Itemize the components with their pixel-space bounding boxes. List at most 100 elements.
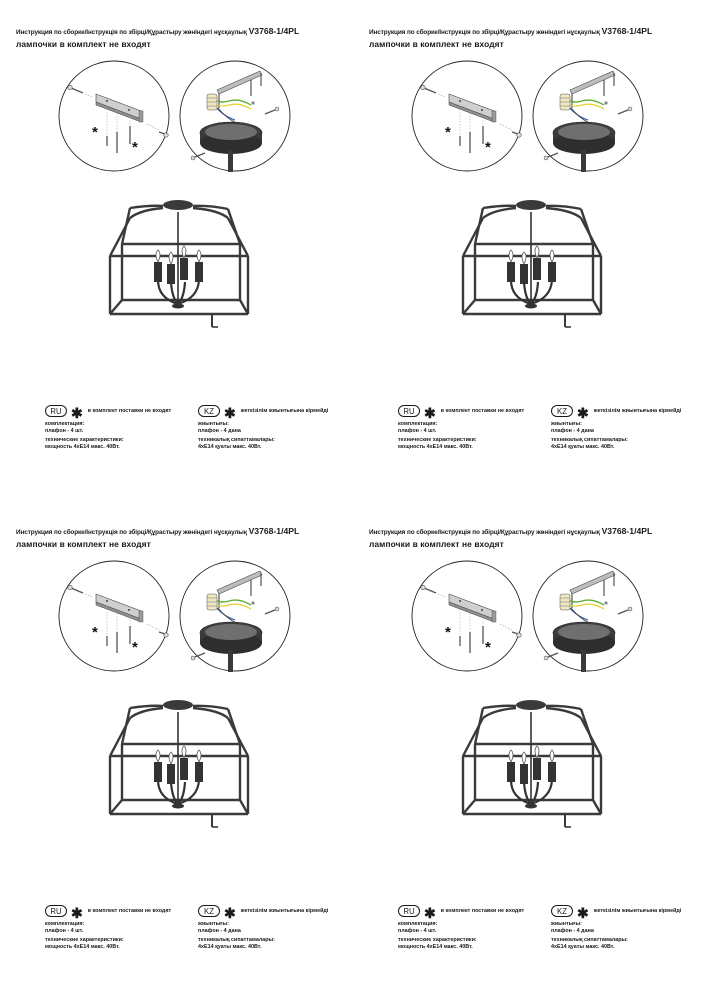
bulb-holders	[154, 712, 203, 809]
bulbs-not-included-note: лампочки в комплект не входят	[369, 39, 504, 49]
ru-language-badge: RU	[398, 905, 420, 917]
bracket-assembly-circle: * *	[58, 60, 170, 172]
kz-set-value: плафон - 4 дана	[198, 927, 241, 934]
screw-icon	[604, 101, 608, 105]
kz-info-block: KZ ✱ жеткізілім жиынтығына кірмейді жиын…	[198, 405, 328, 450]
lantern-fixture-icon	[108, 200, 250, 328]
kz-info-block: KZ ✱ жеткізілім жиынтығына кірмейді жиын…	[551, 905, 681, 950]
instruction-title: Инструкция по сборке/Інструкція по збірц…	[16, 526, 346, 536]
anchor-screws-icon	[459, 606, 484, 653]
asterisk-icon: *	[445, 624, 451, 641]
ru-set-label: комплектация:	[45, 421, 85, 427]
asterisk-icon: ✱	[424, 905, 436, 921]
asterisk-icon: ✱	[71, 905, 83, 921]
screw-icon	[264, 606, 280, 615]
asterisk-icon: *	[132, 639, 138, 656]
model-number: V3768-1/4PL	[601, 526, 653, 536]
canopy-assembly-circle	[532, 560, 644, 672]
bulb-holders	[507, 712, 556, 809]
screw-icon	[67, 584, 94, 598]
wiring-icon	[206, 93, 252, 125]
instruction-panel: Инструкция по сборке/Інструкція по збірц…	[353, 500, 707, 1000]
wiring-icon	[559, 593, 605, 625]
asterisk-icon: *	[485, 139, 491, 156]
asterisk-icon: ✱	[224, 405, 236, 421]
ru-set-label: комплектация:	[45, 921, 85, 927]
kz-set-value: плафон - 4 дана	[551, 927, 594, 934]
screw-icon	[251, 601, 255, 605]
mounting-diagram: * *	[411, 560, 644, 672]
asterisk-icon: ✱	[577, 905, 589, 921]
kz-set-label: жиынтығы:	[551, 921, 582, 927]
asterisk-icon: *	[92, 124, 98, 141]
asterisk-icon: ✱	[577, 405, 589, 421]
ru-not-included-note: в комплект поставки не входят	[87, 407, 172, 414]
screw-icon	[67, 84, 94, 98]
kz-info-block: KZ ✱ жеткізілім жиынтығына кірмейді жиын…	[551, 405, 681, 450]
canopy-assembly-circle	[179, 60, 291, 172]
screw-icon	[543, 652, 559, 661]
kz-language-badge: KZ	[551, 905, 573, 917]
screw-icon	[190, 152, 206, 161]
mounting-diagram: * *	[58, 560, 291, 672]
panel-header: Инструкция по сборке/Інструкція по збірц…	[16, 26, 346, 49]
screw-icon	[420, 84, 447, 98]
kz-language-badge: KZ	[198, 405, 220, 417]
model-number: V3768-1/4PL	[601, 26, 653, 36]
panel-header: Инструкция по сборке/Інструкція по збірц…	[16, 526, 346, 549]
canopy-icon	[199, 121, 263, 172]
screw-icon	[190, 652, 206, 661]
ru-specs-label: технические характеристики:	[398, 937, 477, 943]
ru-specs-value: мощность 4хE14 макс. 40Вт.	[45, 943, 120, 950]
mounting-diagram: * *	[58, 60, 291, 172]
bracket-assembly-circle: * *	[411, 60, 523, 172]
bulb-holders	[507, 212, 556, 309]
instruction-panel: Инструкция по сборке/Інструкція по збірц…	[353, 0, 707, 500]
kz-set-value: плафон - 4 дана	[198, 427, 241, 434]
bulbs-not-included-note: лампочки в комплект не входят	[16, 39, 151, 49]
ru-specs-value: мощность 4хE14 макс. 40Вт.	[398, 943, 473, 950]
ru-info-block: RU ✱ в комплект поставки не входят компл…	[398, 905, 524, 950]
asterisk-icon: *	[485, 639, 491, 656]
screw-icon	[264, 106, 280, 115]
instruction-title: Инструкция по сборке/Інструкція по збірц…	[16, 26, 346, 36]
kz-set-value: плафон - 4 дана	[551, 427, 594, 434]
ru-specs-value: мощность 4хE14 макс. 40Вт.	[45, 443, 120, 450]
lantern-fixture-icon	[461, 200, 603, 328]
screw-icon	[499, 623, 522, 638]
bulbs-not-included-note: лампочки в комплект не входят	[369, 539, 504, 549]
ru-language-badge: RU	[45, 905, 67, 917]
asterisk-icon: ✱	[224, 905, 236, 921]
ru-set-value: плафон - 4 шт.	[45, 427, 84, 434]
wiring-icon	[206, 593, 252, 625]
screw-icon	[617, 606, 633, 615]
kz-specs-value: 4хE14 қуаты макс. 40Вт.	[551, 943, 615, 950]
asterisk-icon: *	[445, 124, 451, 141]
kz-specs-label: техникалық сипаттамалары:	[551, 937, 628, 943]
asterisk-icon: *	[92, 624, 98, 641]
kz-specs-value: 4хE14 қуаты макс. 40Вт.	[198, 443, 262, 450]
kz-specs-label: техникалық сипаттамалары:	[198, 437, 275, 443]
ru-set-value: плафон - 4 шт.	[398, 927, 437, 934]
title-text: Инструкция по сборке/Інструкція по збірц…	[369, 529, 600, 536]
ru-set-label: комплектация:	[398, 921, 438, 927]
anchor-screws-icon	[459, 106, 484, 153]
ru-language-badge: RU	[45, 405, 67, 417]
panel-header: Инструкция по сборке/Інструкція по збірц…	[369, 26, 699, 49]
ru-specs-value: мощность 4хE14 макс. 40Вт.	[398, 443, 473, 450]
instruction-panel: Инструкция по сборке/Інструкція по збірц…	[0, 500, 353, 1000]
title-text: Инструкция по сборке/Інструкція по збірц…	[16, 29, 247, 36]
panel-header: Инструкция по сборке/Інструкція по збірц…	[369, 526, 699, 549]
bracket-assembly-circle: * *	[411, 560, 523, 672]
ru-specs-label: технические характеристики:	[398, 437, 477, 443]
kz-not-included-note: жеткізілім жиынтығына кірмейді	[240, 907, 329, 914]
anchor-screws-icon	[106, 606, 131, 653]
canopy-assembly-circle	[179, 560, 291, 672]
canopy-icon	[199, 621, 263, 672]
ru-info-block: RU ✱ в комплект поставки не входят компл…	[45, 405, 171, 450]
anchor-screws-icon	[106, 106, 131, 153]
canopy-assembly-circle	[532, 60, 644, 172]
ru-specs-label: технические характеристики:	[45, 437, 124, 443]
screw-icon	[499, 123, 522, 138]
